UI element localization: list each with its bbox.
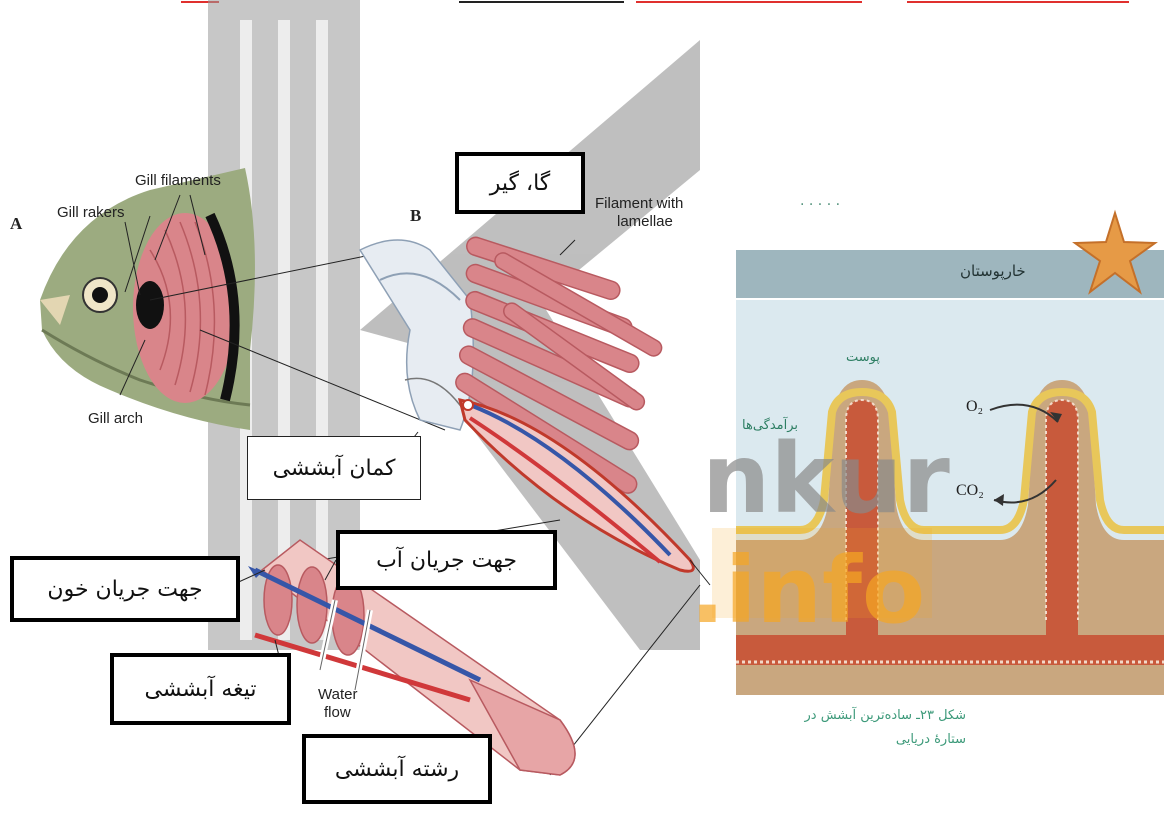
- gill-rakers-box: گا، گیر: [455, 152, 585, 214]
- skin-label: پوست: [846, 350, 880, 365]
- gill-filaments-label: Gill filaments: [135, 172, 221, 189]
- water-direction-box: جهت جریان آب: [336, 530, 557, 590]
- watermark-info: .info: [690, 537, 925, 644]
- blood-direction-box: جهت جریان خون: [10, 556, 240, 622]
- water-flow-label: Water flow: [318, 686, 357, 722]
- svg-text:. . . . .: . . . . .: [800, 193, 840, 209]
- watermark-nkur: nkur: [702, 423, 951, 535]
- gill-rakers-label: Gill rakers: [57, 204, 125, 221]
- bumps-label: برآمدگی‌ها: [742, 418, 798, 433]
- gill-arch-label: Gill arch: [88, 410, 143, 427]
- label-a: A: [10, 214, 22, 234]
- filament-with-lamellae-label: Filament with lamellae: [595, 195, 683, 231]
- label-b: B: [410, 206, 421, 226]
- co2-label: CO₂: [956, 482, 984, 500]
- gill-lamella-box: تیغه آبششی: [110, 653, 291, 725]
- starfish-header: خارپوستان: [960, 262, 1026, 280]
- o2-label: O₂: [966, 398, 983, 416]
- gill-arch-box: کمان آبششی: [247, 436, 421, 500]
- gill-filament-box: رشته آبششی: [302, 734, 492, 804]
- starfish-caption: شکل ۲۳ـ ساده‌ترین آبشش در ستارهٔ دریایی: [736, 704, 966, 752]
